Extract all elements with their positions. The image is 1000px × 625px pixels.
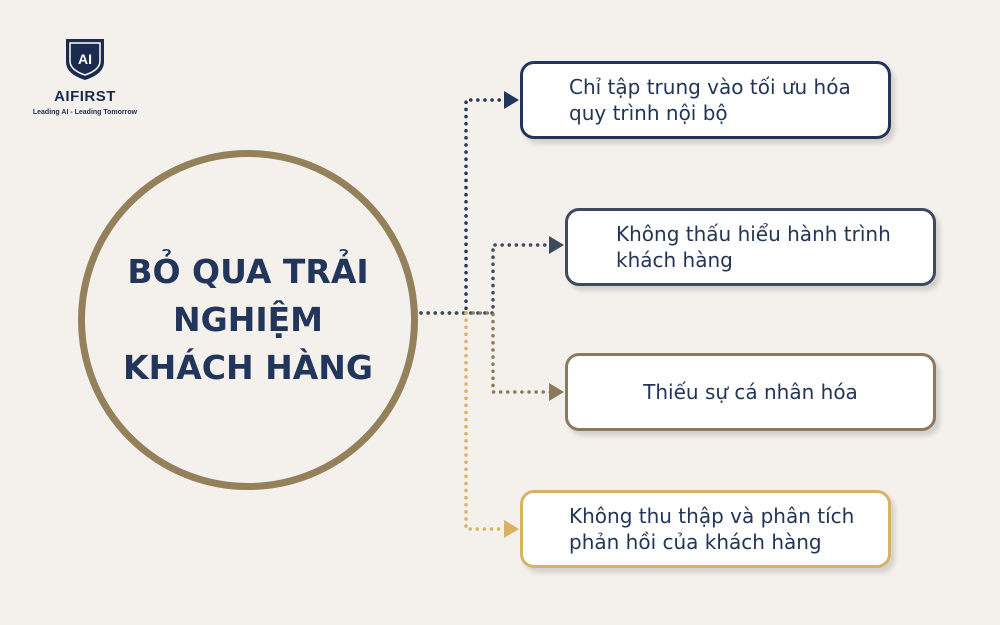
connector-4 <box>464 311 510 531</box>
logo-mark-text: AI <box>78 51 92 67</box>
item-box-2: Không thấu hiểu hành trình khách hàng <box>565 208 936 286</box>
item-text-1: Chỉ tập trung vào tối ưu hóa quy trình n… <box>569 75 851 125</box>
arrow-head-3 <box>549 383 564 401</box>
item-text-4: Không thu thập và phân tích phản hồi của… <box>569 504 855 554</box>
shield-logo-icon: AI <box>66 39 104 80</box>
arrow-head-1 <box>504 91 519 109</box>
item-box-1: Chỉ tập trung vào tối ưu hóa quy trình n… <box>520 61 891 139</box>
item-box-4: Không thu thập và phân tích phản hồi của… <box>520 490 891 568</box>
arrow-head-2 <box>549 236 564 254</box>
connector-2 <box>419 243 555 315</box>
central-topic-title: BỎ QUA TRẢI NGHIỆM KHÁCH HÀNG <box>123 252 373 387</box>
brand-name: AIFIRST <box>54 88 116 105</box>
central-topic-circle: BỎ QUA TRẢI NGHIỆM KHÁCH HÀNG <box>78 150 418 490</box>
arrow-head-4 <box>504 520 519 538</box>
item-text-2: Không thấu hiểu hành trình khách hàng <box>616 222 891 272</box>
logo: AI AIFIRST Leading AI - Leading Tomorrow <box>30 36 140 116</box>
connector-1 <box>419 98 510 315</box>
item-text-3: Thiếu sự cá nhân hóa <box>643 380 858 404</box>
connector-3 <box>464 311 555 394</box>
item-box-3: Thiếu sự cá nhân hóa <box>565 353 936 431</box>
brand-tagline: Leading AI - Leading Tomorrow <box>32 109 138 116</box>
